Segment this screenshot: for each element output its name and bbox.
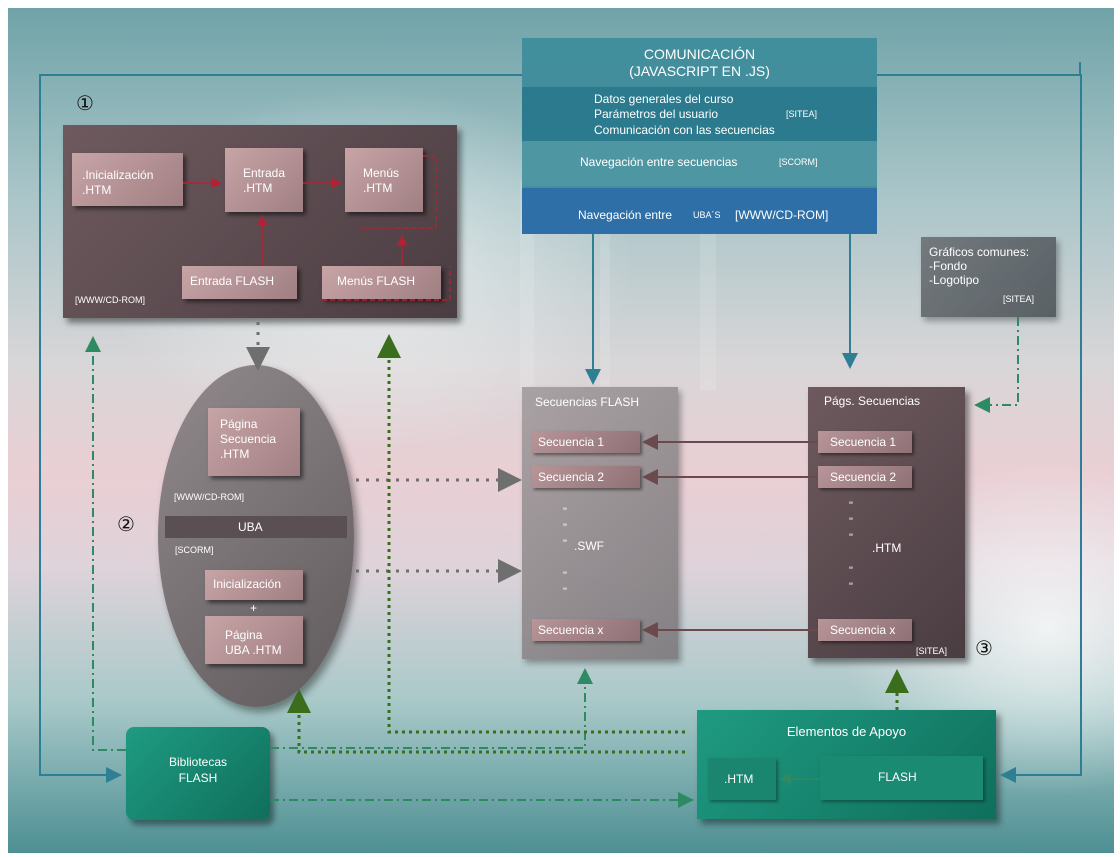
pag-secuencia-x: Secuencia x	[818, 619, 912, 641]
secuencias-flash-title: Secuencias FLASH	[535, 395, 640, 409]
pags-secuencias-title: Págs. Secuencias	[824, 394, 921, 408]
scorm-tag: [SCORM]	[779, 157, 818, 167]
uba-bar	[165, 516, 347, 538]
bibliotecas-flash: Bibliotecas FLASH	[126, 727, 270, 820]
inicializacion-htm: .Inicialización .HTM	[72, 153, 183, 206]
graficos-title: Gráficos comunes:	[929, 245, 1030, 259]
comunicacion-secuencias: Comunicación con las secuencias	[594, 123, 775, 137]
htm-ditto-2: "	[849, 500, 853, 512]
step-number-3: ③	[975, 638, 993, 660]
parametros-usuario: Parámetros del usuario	[594, 107, 719, 121]
menus-htm: Menús .HTM	[345, 148, 423, 212]
inicializacion-uba: Inicialización	[205, 570, 303, 600]
htm-ditto-3: "	[849, 516, 853, 528]
entrada-flash: Entrada FLASH	[182, 266, 297, 299]
plus-sign: +	[250, 601, 258, 615]
htm-ditto-5: "	[849, 565, 853, 577]
ubas-label: UBA´S	[693, 210, 721, 220]
pagina-uba-htm: Página UBA .HTM	[205, 616, 303, 664]
elementos-flash: FLASH	[820, 756, 983, 800]
swf-ditto-4: "	[563, 570, 567, 582]
comunicacion-title: COMUNICACIÓN	[643, 46, 756, 62]
graficos-tag: [SITEA]	[1003, 294, 1035, 304]
graficos-fondo: -Fondo	[929, 259, 968, 273]
swf-ditto-2: "	[563, 522, 567, 534]
elementos-title: Elementos de Apoyo	[786, 724, 907, 739]
uba-label: UBA	[238, 520, 263, 534]
elementos-htm: .HTM	[708, 758, 776, 800]
step-number-2: ②	[117, 514, 135, 536]
htm-ext: .HTM	[872, 541, 902, 555]
sitea-tag: [SITEA]	[786, 109, 818, 119]
pag-secuencia-1: Secuencia 1	[818, 431, 912, 453]
www-cdrom-tag: [WWW/CD-ROM]	[735, 208, 829, 222]
swf-ext: .SWF	[574, 539, 604, 553]
section1-tag: [WWW/CD-ROM]	[75, 295, 145, 305]
navegacion-ubas: Navegación entre	[578, 208, 673, 222]
pag-secuencia-2: Secuencia 2	[818, 466, 912, 488]
graficos-comunes	[921, 237, 1056, 317]
htm-ditto-4: "	[849, 532, 853, 544]
graficos-logotipo: -Logotipo	[929, 273, 980, 287]
datos-generales: Datos generales del curso	[594, 92, 734, 106]
swf-ditto-3: "	[563, 538, 567, 550]
flash-secuencia-x: Secuencia x	[532, 619, 640, 641]
flash-secuencia-2: Secuencia 2	[532, 466, 640, 488]
menus-flash: Menús FLASH	[322, 266, 441, 299]
section2-tag-www: [WWW/CD-ROM]	[174, 492, 244, 502]
pagina-secuencia-htm: Página Secuencia .HTM	[208, 408, 300, 476]
entrada-htm: Entrada .HTM	[225, 148, 303, 212]
navegacion-secuencias: Navegación entre secuencias	[580, 155, 738, 169]
section2-tag-scorm: [SCORM]	[175, 545, 214, 555]
flash-secuencia-1: Secuencia 1	[532, 431, 640, 453]
htm-ditto-6: "	[849, 581, 853, 593]
pags-tag: [SITEA]	[916, 646, 948, 656]
step-number-1: ①	[76, 93, 94, 115]
comunicacion-subtitle: (JAVASCRIPT EN .JS)	[629, 63, 770, 79]
swf-ditto-1: "	[563, 506, 567, 518]
swf-ditto-5: "	[563, 586, 567, 598]
